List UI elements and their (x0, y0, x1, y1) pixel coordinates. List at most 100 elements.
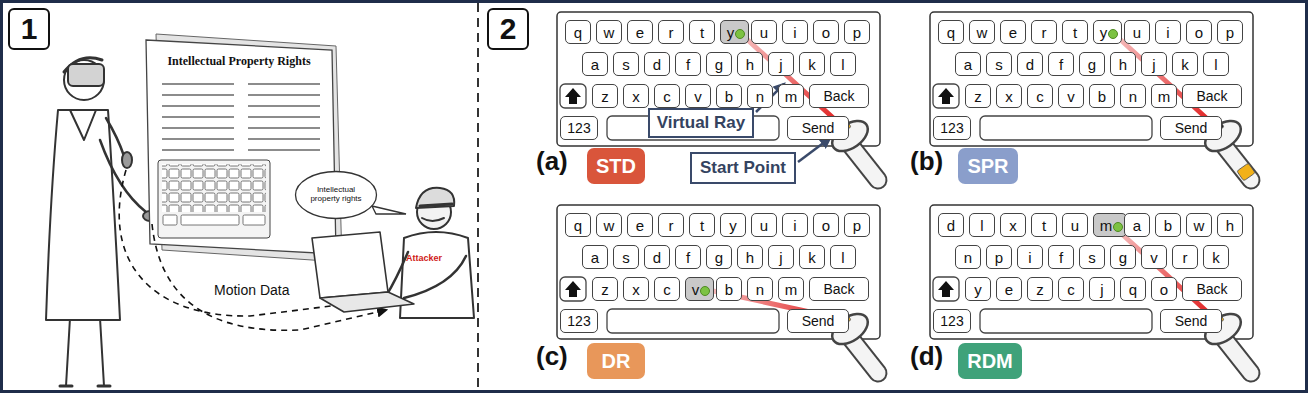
target-dot (1113, 222, 1123, 232)
node-text: 2 (500, 12, 517, 46)
panel-number: 1 (8, 8, 50, 50)
node-text: p (853, 24, 861, 41)
node-text: j (1152, 56, 1155, 73)
node-text: k (808, 249, 816, 266)
keyboard-key: l (1203, 52, 1229, 76)
keyboard-key: r (1172, 245, 1198, 269)
node-text: f (1059, 56, 1063, 73)
keyboard-key: u (1124, 20, 1150, 44)
node-text: x (632, 88, 640, 105)
node-text: Send (1175, 313, 1208, 329)
keyboard-key: o (813, 213, 839, 237)
node-text: z (1036, 281, 1044, 298)
keyboard-key: u (1062, 213, 1088, 237)
node-text: n (756, 281, 764, 298)
node-text: g (715, 249, 723, 266)
keyboard-key: a (1124, 213, 1150, 237)
node-text: l (841, 249, 844, 266)
condition-tag: SPR (958, 148, 1018, 184)
node-text: 123 (940, 313, 963, 329)
keyboard-key: n (747, 84, 773, 108)
document-title: Intellectual Property Rights (150, 54, 328, 69)
node-text: u (1133, 24, 1141, 41)
node-text: Send (802, 120, 835, 136)
keyboard-key: y (720, 213, 746, 237)
node-text: z (601, 281, 609, 298)
keyboard-key: j (1141, 52, 1167, 76)
node-text: q (574, 217, 582, 234)
keyboard-key: v (1058, 84, 1084, 108)
keyboard-key: g (706, 245, 732, 269)
keyboard-key: f (675, 52, 701, 76)
keyboard-key: e (1000, 20, 1026, 44)
keyboard-key: Send (1160, 309, 1222, 333)
target-dot (1108, 29, 1118, 39)
callout-box: Virtual Ray (648, 108, 754, 138)
node-text: m (785, 281, 798, 298)
subfigure-label: (c) (536, 341, 568, 372)
subfigure-label: (d) (910, 341, 943, 372)
keyboard-key: g (706, 52, 732, 76)
keyboard-key: r (658, 20, 684, 44)
speech-bubble-tail (372, 206, 406, 214)
node-text: v (692, 281, 700, 298)
node-text: e (1009, 24, 1017, 41)
keyboard-key: l (830, 52, 856, 76)
node-text: w (604, 217, 615, 234)
node-text: Back (823, 88, 854, 104)
keyboard-key: v (1141, 245, 1167, 269)
keyboard-key: p (986, 245, 1012, 269)
node-text: o (1195, 24, 1203, 41)
keyboard-key: h (1217, 213, 1243, 237)
keyboard-key: d (644, 52, 670, 76)
node-text: e (636, 217, 644, 234)
node-text: a (964, 56, 972, 73)
node-text: u (760, 217, 768, 234)
keyboard-key: t (1031, 213, 1057, 237)
keyboard-key: h (737, 52, 763, 76)
condition-tag: RDM (958, 343, 1022, 379)
keyboard-key: z (592, 277, 618, 301)
shirt-text: Attacker (406, 253, 442, 263)
node-text: 1 (21, 12, 38, 46)
keyboard-key: s (613, 52, 639, 76)
node-text: u (760, 24, 768, 41)
keyboard-key: Back (1182, 84, 1242, 108)
node-text: Intellectual Property Rights (167, 54, 310, 68)
node-text: Send (802, 313, 835, 329)
target-dot (735, 29, 745, 39)
keyboard-key: v (685, 84, 711, 108)
node-text: x (632, 281, 640, 298)
keyboard-key: h (1110, 52, 1136, 76)
keyboard-key: c (1058, 277, 1084, 301)
node-text: r (669, 24, 674, 41)
keyboard-key: e (627, 213, 653, 237)
node-text: 123 (940, 120, 963, 136)
node-text: x (1005, 88, 1013, 105)
node-text: n (1129, 88, 1137, 105)
node-text: k (1212, 249, 1220, 266)
keyboard-key: y (965, 277, 991, 301)
node-text: s (622, 56, 630, 73)
keyboard-key: y (720, 20, 749, 44)
keyboard-key: b (716, 84, 742, 108)
node-text: SPR (967, 155, 1008, 178)
node-text: Intellectual property rights (308, 186, 364, 204)
panel-number: 2 (487, 8, 529, 50)
node-text: c (663, 88, 671, 105)
node-text: d (1026, 56, 1034, 73)
keyboard-key: t (689, 213, 715, 237)
keyboard-key: p (844, 20, 870, 44)
node-text: u (1071, 217, 1079, 234)
node-text: r (1183, 249, 1188, 266)
node-text: a (591, 56, 599, 73)
node-text: g (1119, 249, 1127, 266)
keyboard-key: d (644, 245, 670, 269)
node-text: p (853, 217, 861, 234)
node-text: v (694, 88, 702, 105)
node-text: i (793, 217, 796, 234)
node-text: i (793, 24, 796, 41)
keyboard-key: i (1017, 245, 1043, 269)
node-text: STD (596, 155, 636, 178)
node-text: m (1158, 88, 1171, 105)
